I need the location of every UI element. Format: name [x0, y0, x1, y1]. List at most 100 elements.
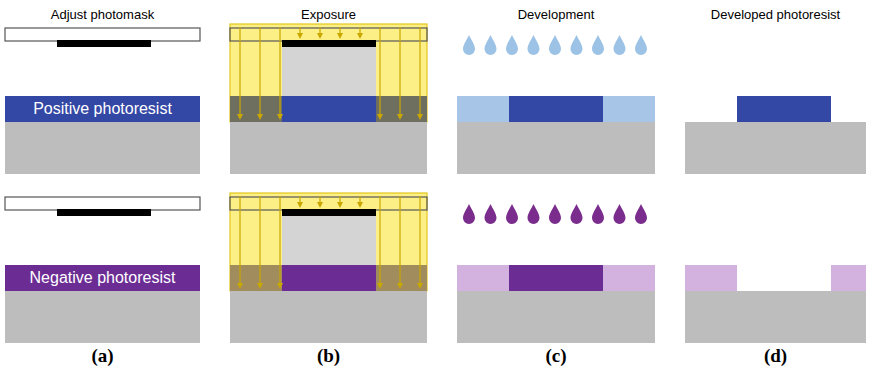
developer-drop — [614, 35, 626, 55]
mask-pattern — [282, 40, 376, 47]
light-ray — [279, 196, 280, 284]
panel-label: (c) — [545, 345, 566, 367]
photoresist-region — [509, 96, 603, 122]
photoresist-region — [831, 265, 866, 291]
light-ray — [279, 27, 280, 115]
light-ray — [299, 27, 300, 34]
substrate — [685, 122, 866, 174]
column-heading: Adjust photomask — [51, 7, 154, 23]
developer-drop — [592, 204, 604, 224]
arrowhead — [317, 33, 323, 39]
shadow — [282, 47, 376, 96]
panel-label: (d) — [764, 345, 787, 367]
developer-drop — [463, 35, 475, 55]
column-heading: Developed photoresist — [711, 7, 840, 23]
arrowhead — [357, 33, 363, 39]
substrate — [230, 122, 427, 174]
light-ray — [359, 196, 360, 203]
light — [230, 193, 427, 291]
light-ray — [419, 27, 420, 115]
substrate — [457, 122, 655, 174]
column-heading: Exposure — [301, 7, 356, 23]
light-ray — [239, 196, 240, 284]
light-ray — [379, 196, 380, 284]
layer-label: Negative photoresist — [30, 270, 176, 286]
developer-drop — [592, 35, 604, 55]
light-ray — [239, 27, 240, 115]
light-ray — [319, 27, 320, 34]
developer-drop — [485, 35, 497, 55]
light-ray — [339, 196, 340, 203]
photoresist-region — [603, 96, 655, 122]
developer-drop — [506, 204, 518, 224]
arrowhead — [317, 202, 323, 208]
arrowhead — [337, 202, 343, 208]
arrowhead — [377, 114, 383, 120]
mask-pattern — [282, 209, 376, 216]
arrowhead — [237, 114, 243, 120]
arrowhead — [277, 114, 283, 120]
developer-drop — [614, 204, 626, 224]
photoresist-region — [376, 96, 427, 122]
arrowhead — [397, 114, 403, 120]
photoresist-region — [376, 265, 427, 291]
substrate — [5, 122, 200, 174]
arrowhead — [257, 283, 263, 289]
arrowhead — [417, 283, 423, 289]
developer-drop — [463, 204, 475, 224]
light-ray — [379, 27, 380, 115]
photoresist-region — [282, 96, 376, 122]
light-ray — [319, 196, 320, 203]
panel-label: (b) — [317, 345, 340, 367]
photoresist-region — [509, 265, 603, 291]
substrate — [230, 291, 427, 343]
panel-label: (a) — [91, 345, 113, 367]
light-ray — [299, 196, 300, 203]
light-ray — [419, 196, 420, 284]
mask-pattern — [57, 40, 151, 47]
photoresist-layer: Negative photoresist — [5, 265, 200, 291]
light-ray — [259, 196, 260, 284]
mask-pattern — [57, 209, 151, 216]
light-ray — [339, 27, 340, 34]
photoresist-region — [737, 96, 831, 122]
layer-label: Positive photoresist — [33, 101, 172, 117]
photoresist-region — [230, 265, 282, 291]
arrowhead — [337, 33, 343, 39]
arrowhead — [377, 283, 383, 289]
substrate — [457, 291, 655, 343]
light-ray — [359, 27, 360, 34]
light-ray — [399, 27, 400, 115]
developer-drop — [549, 35, 561, 55]
photoresist-region — [457, 96, 509, 122]
developer-drop — [528, 35, 540, 55]
arrowhead — [277, 283, 283, 289]
arrowhead — [257, 114, 263, 120]
photomask — [5, 28, 200, 41]
light-ray — [259, 27, 260, 115]
photomask — [5, 197, 200, 210]
photoresist-region — [282, 265, 376, 291]
photoresist-region — [685, 265, 737, 291]
arrowhead — [297, 202, 303, 208]
substrate — [685, 291, 866, 343]
column-heading: Development — [518, 7, 595, 23]
developer-drop — [571, 35, 583, 55]
developer-drop — [485, 204, 497, 224]
photoresist-region — [457, 265, 509, 291]
developer-drop — [635, 35, 647, 55]
developer-drop — [549, 204, 561, 224]
light-ray — [399, 196, 400, 284]
arrowhead — [397, 283, 403, 289]
substrate — [5, 291, 200, 343]
photoresist-region — [603, 265, 655, 291]
developer-drop — [635, 204, 647, 224]
arrowhead — [237, 283, 243, 289]
developer-drop — [528, 204, 540, 224]
developer-drop — [506, 35, 518, 55]
arrowhead — [357, 202, 363, 208]
photoresist-region — [230, 96, 282, 122]
arrowhead — [417, 114, 423, 120]
